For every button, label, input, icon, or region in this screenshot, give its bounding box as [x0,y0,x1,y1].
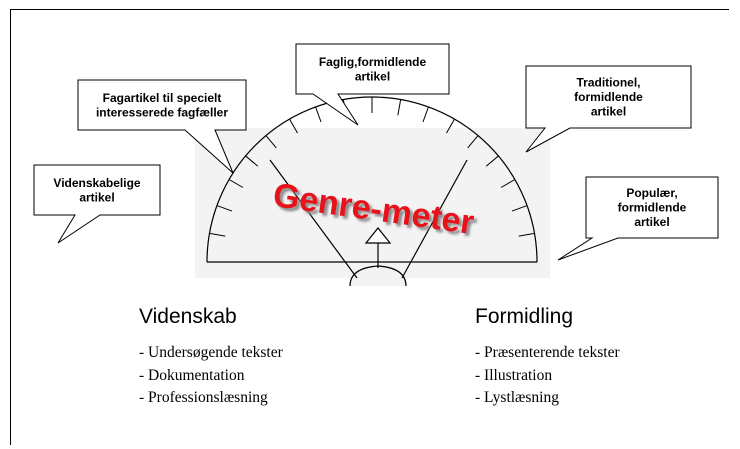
meter-tick [245,155,259,167]
meter-tick [446,118,455,134]
formidling-heading: Formidling [475,305,574,328]
videnskab-heading: Videnskab [139,305,237,328]
list-item: Lystlæsning [475,387,620,410]
callout-text-line: artikel [355,69,390,83]
list-item: Præsenterende tekster [475,342,620,365]
callout-bubble [77,79,247,174]
callout-text-line: formidlende [618,201,687,215]
meter-tick [209,232,226,237]
videnskab-list: Undersøgende tekster Dokumentation Profe… [139,342,283,410]
callout-bubble [557,176,719,261]
list-item: Dokumentation [139,365,283,388]
formidling-list: Præsenterende tekster Illustration Lystl… [475,342,620,410]
meter-tick [422,106,429,123]
callout-bubble [295,43,450,126]
meter-tick [289,118,298,134]
meter-background [195,128,550,278]
list-item: Undersøgende tekster [139,342,283,365]
callout-text-line: artikel [634,215,669,229]
callout-text-line: artikel [591,105,626,119]
list-item: Professionslæsning [139,387,283,410]
meter-tick [397,99,402,116]
frame-left-line [10,9,11,445]
meter-tick [265,135,277,149]
callout-text-line: Faglig,formidlende [319,55,427,69]
callout-bubble [33,164,161,244]
frame-top-line [10,9,729,10]
meter-needle-right [401,159,468,279]
meter-tick [518,232,535,237]
list-item: Illustration [475,365,620,388]
meter-tick [511,205,528,212]
callout-text-line: Videnskabelige [53,176,140,190]
meter-needle-left [269,159,358,279]
callout-text-line: artikel [79,190,114,204]
meter-tick [485,155,499,167]
callout-bubble [525,65,692,153]
meter-tick [500,179,516,188]
meter-tick [216,205,233,212]
callout-text-line: Traditionel, [576,76,640,90]
meter-tick [315,106,322,123]
protractor-meter [206,96,538,287]
callout-text-line: formidlende [574,90,643,104]
meter-tick [228,179,244,188]
meter-tick [467,135,479,149]
callout-text-line: interesserede fagfæller [96,105,228,119]
callout-text-line: Populær, [626,186,677,200]
callout-text-line: Fagartikel til specielt [103,91,222,105]
